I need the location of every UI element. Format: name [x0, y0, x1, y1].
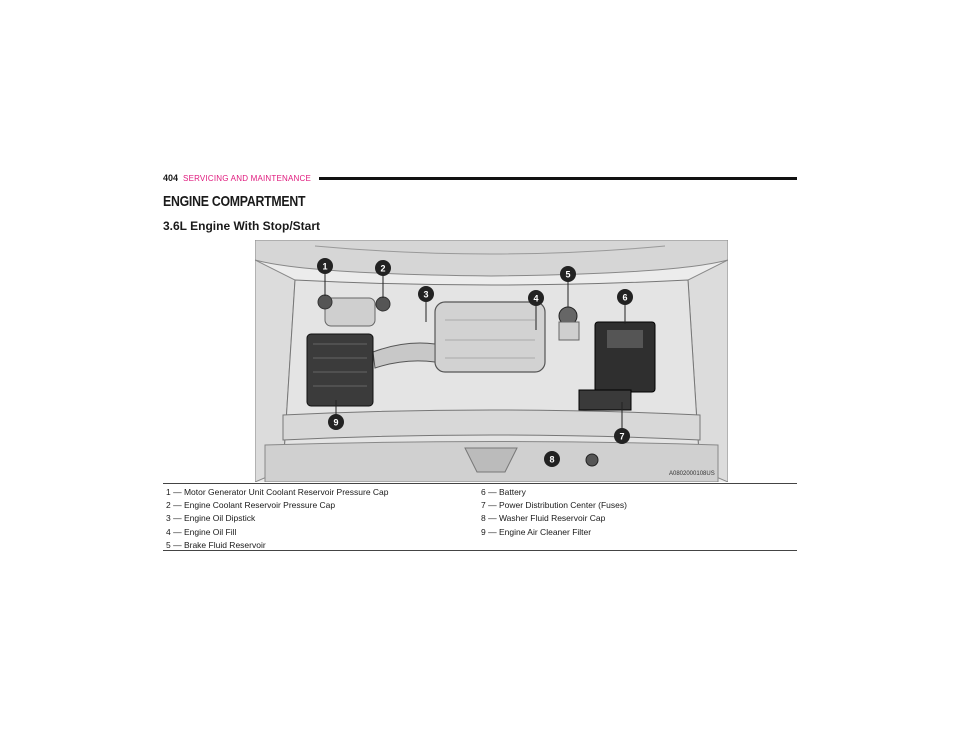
callout-8: 8	[544, 451, 560, 467]
section-name: SERVICING AND MAINTENANCE	[183, 173, 312, 183]
callout-1: 1	[317, 258, 333, 274]
legend-item: 8 — Washer Fluid Reservoir Cap	[481, 513, 606, 524]
svg-text:7: 7	[619, 432, 624, 442]
svg-text:9: 9	[333, 418, 338, 428]
legend-rule-top	[163, 483, 797, 484]
svg-text:5: 5	[565, 270, 570, 280]
engine-drawing: 1 2 3 4 5 6 7 8 9	[255, 240, 728, 482]
legend-item: 2 — Engine Coolant Reservoir Pressure Ca…	[166, 500, 336, 511]
svg-text:4: 4	[533, 294, 538, 304]
legend-item: 5 — Brake Fluid Reservoir	[166, 539, 266, 550]
svg-text:2: 2	[380, 264, 385, 274]
callout-9: 9	[328, 414, 344, 430]
callout-2: 2	[375, 260, 391, 276]
svg-text:6: 6	[622, 293, 627, 303]
page-number: 404	[163, 173, 179, 183]
figure-code: A0802000108US	[669, 471, 715, 477]
legend-item: 9 — Engine Air Cleaner Filter	[481, 526, 592, 537]
engine-compartment-illustration: 1 2 3 4 5 6 7 8 9	[255, 240, 728, 482]
callout-6: 6	[617, 289, 633, 305]
page-title: ENGINE COMPARTMENT	[163, 193, 306, 210]
legend-item: 7 — Power Distribution Center (Fuses)	[481, 500, 627, 511]
section-subtitle: 3.6L Engine With Stop/Start	[163, 219, 321, 233]
page-header: 404 SERVICING AND MAINTENANCE	[163, 171, 797, 185]
legend-item: 3 — Engine Oil Dipstick	[166, 513, 256, 524]
legend-item: 1 — Motor Generator Unit Coolant Reservo…	[166, 487, 389, 497]
svg-text:3: 3	[423, 290, 428, 300]
legend-right-column: 6 — Battery 7 — Power Distribution Cente…	[481, 486, 627, 539]
callout-4: 4	[528, 290, 544, 306]
callout-3: 3	[418, 286, 434, 302]
header-rule	[319, 176, 797, 180]
callout-7: 7	[614, 428, 630, 444]
legend-item: 6 — Battery	[481, 487, 526, 497]
legend-left-column: 1 — Motor Generator Unit Coolant Reservo…	[166, 486, 389, 552]
legend-rule-bottom	[163, 550, 797, 551]
callout-5: 5	[560, 266, 576, 282]
svg-text:8: 8	[549, 455, 554, 465]
legend-item: 4 — Engine Oil Fill	[166, 526, 237, 537]
svg-text:1: 1	[322, 262, 327, 272]
